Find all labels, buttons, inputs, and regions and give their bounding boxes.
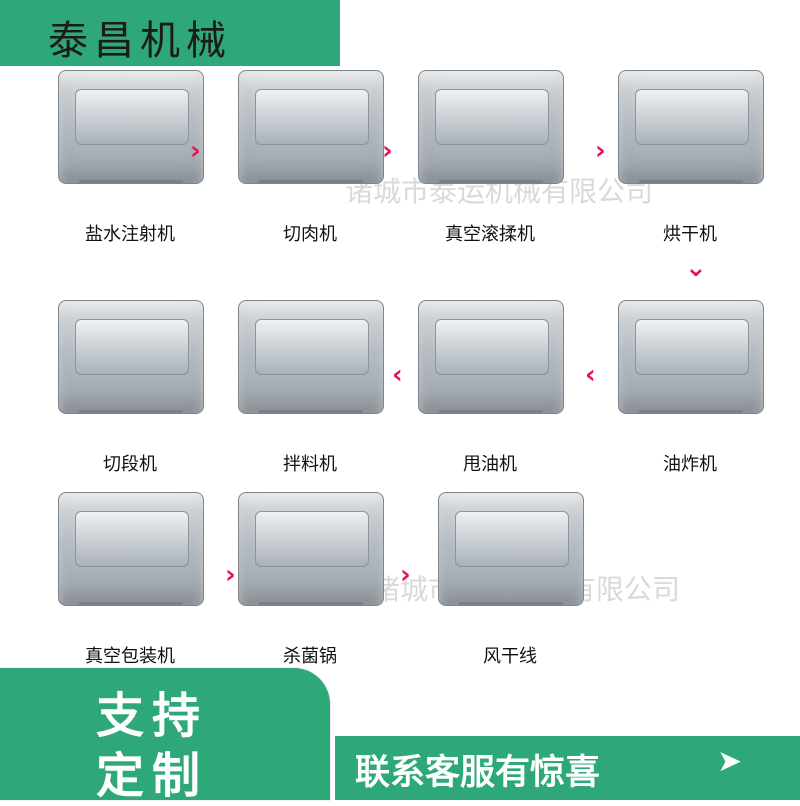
machine-card: 甩油机	[400, 300, 580, 475]
machine-card: 盐水注射机	[40, 70, 220, 245]
process-arrow: ›	[190, 136, 201, 166]
machine-card: 风干线	[420, 492, 600, 667]
process-arrow: ›	[400, 560, 411, 590]
machine-label: 切段机	[103, 454, 157, 475]
machine-label: 拌料机	[283, 454, 337, 475]
machine-image	[58, 70, 204, 184]
machine-card: 真空包装机	[40, 492, 220, 667]
machine-image	[418, 70, 564, 184]
machine-label: 真空滚揉机	[445, 224, 535, 245]
machine-image	[238, 492, 384, 606]
bottom-banner: 支持 定制 联系客服有惊喜 ➤	[0, 668, 800, 804]
machine-label: 盐水注射机	[85, 224, 175, 245]
process-arrow: ‹	[585, 360, 596, 390]
process-arrow: ›	[225, 560, 236, 590]
machine-label: 真空包装机	[85, 646, 175, 667]
machine-label: 风干线	[483, 646, 537, 667]
machine-card: 切肉机	[220, 70, 400, 245]
brand-title: 泰昌机械	[48, 18, 232, 64]
process-arrow: ›	[382, 136, 393, 166]
support-box: 支持 定制	[0, 668, 330, 804]
machine-image	[418, 300, 564, 414]
promo-line-1: 支持	[96, 688, 209, 744]
machine-card: 切段机	[40, 300, 220, 475]
process-arrow: ⌄	[685, 253, 707, 283]
machine-image	[238, 70, 384, 184]
machine-card: 油炸机	[600, 300, 780, 475]
process-arrow: ‹	[392, 360, 403, 390]
machine-image	[58, 492, 204, 606]
contact-bar[interactable]: 联系客服有惊喜 ➤	[335, 736, 800, 800]
machine-card: 杀菌锅	[220, 492, 400, 667]
contact-text: 联系客服有惊喜	[355, 753, 601, 793]
machine-image	[438, 492, 584, 606]
process-arrow: ›	[595, 136, 606, 166]
machine-label: 油炸机	[663, 454, 717, 475]
machine-image	[58, 300, 204, 414]
machine-card: 烘干机	[600, 70, 780, 245]
machine-card: 真空滚揉机	[400, 70, 580, 245]
machine-image	[238, 300, 384, 414]
machine-label: 甩油机	[463, 454, 517, 475]
promo-line-2: 定制	[96, 748, 209, 804]
machine-image	[618, 70, 764, 184]
machine-image	[618, 300, 764, 414]
brand-banner: 泰昌机械	[0, 0, 340, 66]
machine-card: 拌料机	[220, 300, 400, 475]
machine-label: 杀菌锅	[283, 646, 337, 667]
machine-label: 切肉机	[283, 224, 337, 245]
arrow-icon: ➤	[717, 744, 743, 779]
machine-label: 烘干机	[663, 224, 717, 245]
